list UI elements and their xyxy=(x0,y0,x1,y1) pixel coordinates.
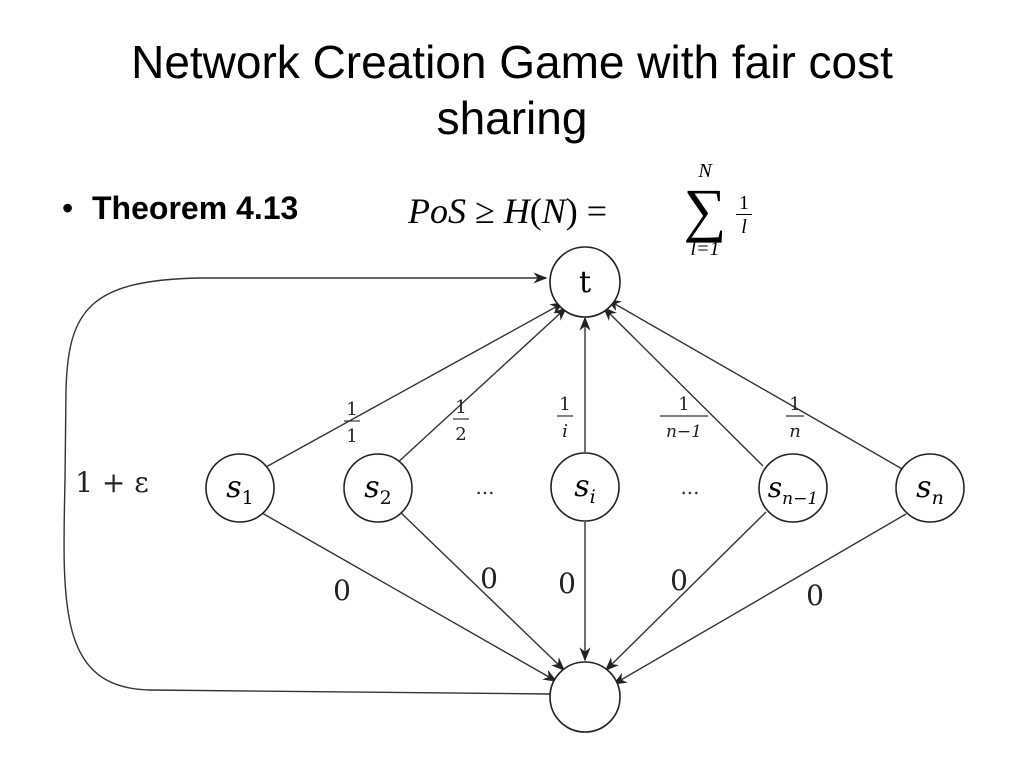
edge-label-1-over-1: 1 1 xyxy=(344,399,360,447)
svg-text:1: 1 xyxy=(678,394,689,415)
edge-s2-bottom xyxy=(397,509,566,671)
node-sn-1-label: sn−1 xyxy=(768,471,818,509)
edge-label-zero-2: 0 xyxy=(480,562,498,595)
edge-s1-bottom xyxy=(261,512,558,682)
formula-pos: PoS xyxy=(408,191,466,231)
node-t xyxy=(549,246,621,318)
node-t-label: t xyxy=(579,265,591,300)
title-line-1: Network Creation Game with fair cost xyxy=(131,36,893,88)
edge-s1-t xyxy=(265,302,565,468)
edge-sn-bottom xyxy=(612,513,907,685)
node-s1-label: s1 xyxy=(226,470,254,509)
svg-text:1: 1 xyxy=(559,394,570,415)
node-sn-label: sn xyxy=(916,470,944,509)
node-sn-1 xyxy=(758,453,828,523)
edge-label-1-over-2: 1 2 xyxy=(453,397,469,445)
bypass-edge-label: 1 + ε xyxy=(75,466,149,499)
node-bottom xyxy=(549,661,621,733)
edge-label-zero-3: 0 xyxy=(558,567,576,600)
edge-sn-t xyxy=(606,299,905,471)
node-s2 xyxy=(343,453,413,523)
edge-sn1-bottom xyxy=(605,511,767,671)
formula-close-eq: ) = xyxy=(565,191,608,231)
edge-label-zero-1: 0 xyxy=(333,574,351,607)
pos-formula: PoS ≥ H(N) = xyxy=(408,190,607,232)
svg-text:2: 2 xyxy=(455,424,466,445)
sum-fraction: 1 l xyxy=(736,192,752,239)
svg-text:i: i xyxy=(562,421,568,442)
node-s2-label: s2 xyxy=(364,470,392,509)
fraction-denominator: l xyxy=(741,216,747,238)
bullet-icon: • xyxy=(62,190,74,226)
svg-text:1: 1 xyxy=(346,399,357,420)
summation: N ∑ l=1 xyxy=(680,160,730,261)
slide-title: Network Creation Game with fair cost sha… xyxy=(40,34,984,146)
node-si-label: si xyxy=(574,469,595,508)
node-si xyxy=(550,452,620,522)
sigma-symbol: ∑ xyxy=(683,177,727,243)
sum-lower-limit: l=1 xyxy=(690,238,720,260)
svg-text:1: 1 xyxy=(789,394,800,415)
edge-label-zero-4: 0 xyxy=(670,564,688,597)
ellipsis-left: ... xyxy=(475,475,494,499)
title-line-2: sharing xyxy=(436,92,588,144)
fraction-numerator: 1 xyxy=(736,192,752,215)
formula-open-paren: ( xyxy=(529,191,542,231)
edge-sn1-t xyxy=(603,307,764,467)
svg-text:n−1: n−1 xyxy=(666,422,702,442)
svg-text:1: 1 xyxy=(346,426,357,447)
edge-label-zero-5: 0 xyxy=(806,579,824,612)
formula-n: N xyxy=(541,191,566,231)
formula-geq: ≥ xyxy=(466,191,504,231)
theorem-label: Theorem 4.13 xyxy=(92,190,299,226)
svg-text:1: 1 xyxy=(455,397,466,418)
node-sn xyxy=(895,453,965,523)
node-s1 xyxy=(205,453,275,523)
edge-label-1-over-i: 1 i xyxy=(557,394,573,442)
edge-label-1-over-n-1: 1 n−1 xyxy=(660,394,708,442)
theorem-bullet: • Theorem 4.13 xyxy=(62,190,298,227)
edge-s2-t xyxy=(394,307,568,466)
sum-upper-limit: N xyxy=(698,160,712,182)
edge-label-1-over-n: 1 n xyxy=(786,394,804,442)
formula-h: H xyxy=(503,191,530,231)
edge-bypass xyxy=(63,272,552,695)
svg-text:n: n xyxy=(789,421,801,442)
ellipsis-right: ... xyxy=(680,475,699,499)
